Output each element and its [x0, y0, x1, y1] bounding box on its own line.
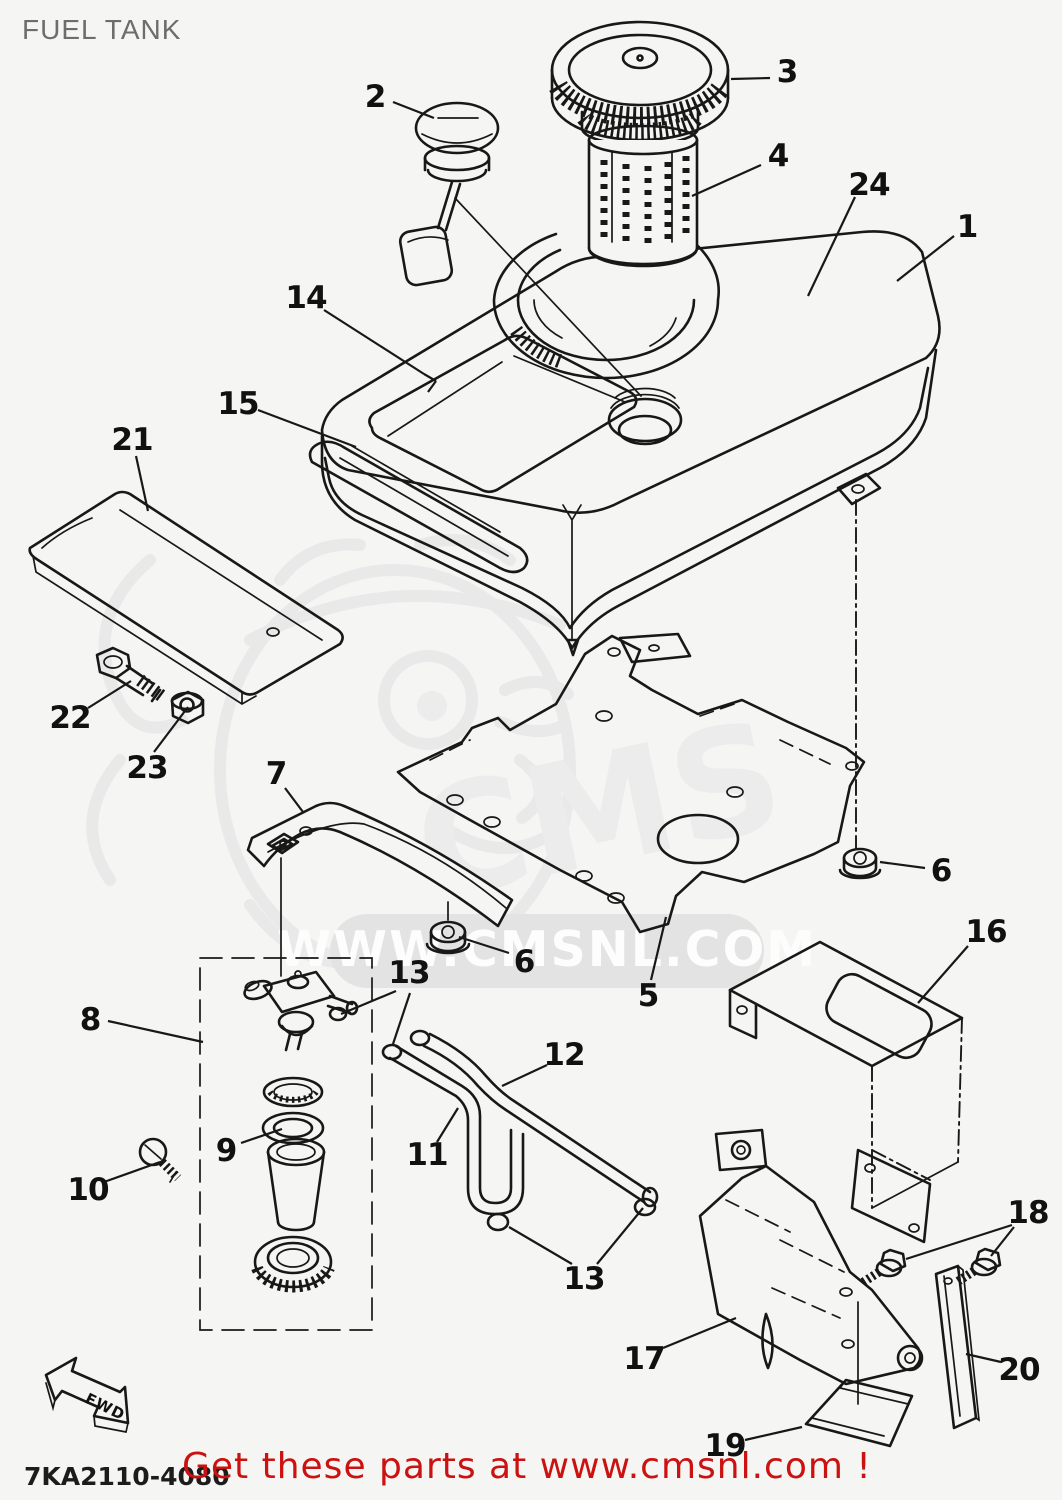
callout-number-5: 5	[638, 978, 659, 1014]
diagram-code: 7KA2110-4080	[24, 1462, 230, 1491]
part-stay-bracket	[246, 801, 514, 977]
leader-line-13	[508, 1226, 573, 1265]
callout-number-23: 23	[126, 750, 167, 786]
callout-number-22: 22	[49, 700, 90, 736]
promo-link[interactable]: Get these parts at www.cmsnl.com !	[182, 1446, 872, 1487]
part-bracket-17	[698, 1128, 924, 1405]
callout-number-9: 9	[216, 1133, 237, 1169]
callout-number-1: 1	[957, 209, 978, 245]
leader-line-5	[649, 916, 668, 981]
callout-number-6: 6	[931, 853, 952, 889]
gauge-assembly-line	[454, 197, 642, 397]
leader-line-7	[284, 787, 304, 813]
leader-line-18	[905, 1223, 1013, 1261]
leader-line-15	[257, 408, 357, 449]
callout-number-11: 11	[406, 1137, 447, 1173]
leader-line-8	[107, 1019, 204, 1044]
part-cover-plate	[28, 490, 344, 705]
leader-line-3	[730, 76, 771, 81]
cms-mascot-watermark: CMS	[86, 534, 797, 976]
part-bolt-22	[95, 646, 167, 703]
callout-number-24: 24	[848, 167, 890, 203]
leader-line-23	[153, 706, 189, 753]
callout-number-19: 19	[704, 1428, 745, 1464]
part-strip-20	[934, 1264, 981, 1430]
leader-line-14	[323, 309, 425, 375]
part-fuel-tank	[308, 226, 941, 849]
leader-line-6	[458, 935, 510, 955]
part-screw-10	[138, 1137, 182, 1183]
leader-line-1	[896, 235, 955, 282]
callout-number-10: 10	[67, 1172, 109, 1208]
callout-number-20: 20	[998, 1352, 1040, 1388]
callout-number-17: 17	[623, 1341, 664, 1377]
part-plate-19	[804, 1378, 914, 1448]
part-flange-nut-right	[838, 847, 882, 880]
leader-line-14	[427, 380, 437, 393]
callout-number-7: 7	[266, 756, 287, 792]
callout-number-21: 21	[111, 422, 152, 458]
tank-top-panel	[368, 334, 638, 494]
callout-number-2: 2	[365, 79, 386, 115]
callout-number-18: 18	[1007, 1195, 1048, 1231]
leader-line-10	[103, 1160, 161, 1184]
leader-line-13	[391, 992, 412, 1045]
leader-line-21	[134, 455, 150, 512]
leader-line-16	[917, 945, 969, 1004]
callout-number-3: 3	[777, 54, 798, 90]
callout-number-16: 16	[965, 914, 1006, 950]
leader-line-2	[392, 100, 435, 120]
leader-line-6	[879, 860, 926, 870]
leader-line-13	[596, 1207, 644, 1265]
callout-number-6: 6	[514, 944, 535, 980]
leader-line-19	[744, 1425, 803, 1442]
callout-number-14: 14	[285, 280, 327, 316]
part-fuel-gauge	[398, 101, 642, 397]
part-mount-plate	[396, 634, 866, 934]
callout-number-12: 12	[543, 1037, 584, 1073]
leader-line-24	[807, 196, 856, 297]
leader-line-11	[436, 1107, 459, 1143]
tank-side-groove	[308, 440, 529, 574]
callout-number-15: 15	[217, 386, 258, 422]
cmsnl-watermark-band: WWW.CMSNL.COM	[277, 914, 817, 988]
page-title: FUEL TANK	[22, 14, 182, 45]
part-flange-nut-left	[425, 901, 471, 955]
leader-line-18	[990, 1226, 1015, 1257]
leader-line-13	[340, 989, 397, 1016]
leader-line-14	[423, 373, 437, 382]
leader-line-20	[965, 1352, 1002, 1364]
part-fuel-filter	[587, 124, 699, 268]
leader-line-4	[691, 163, 762, 198]
leader-line-9	[240, 1127, 283, 1145]
callout-number-8: 8	[80, 1002, 101, 1038]
callout-number-13: 13	[388, 955, 429, 991]
callout-number-4: 4	[768, 138, 789, 174]
part-fuel-cock-assembly	[199, 957, 373, 1331]
leader-line-22	[87, 680, 132, 709]
part-fuel-pipes	[328, 1006, 659, 1232]
callout-number-13: 13	[563, 1261, 604, 1297]
leader-line-17	[662, 1316, 737, 1350]
part-tank-cover	[728, 940, 964, 1244]
watermark-url-text: WWW.CMSNL.COM	[277, 921, 817, 978]
leader-line-12	[501, 1064, 548, 1087]
